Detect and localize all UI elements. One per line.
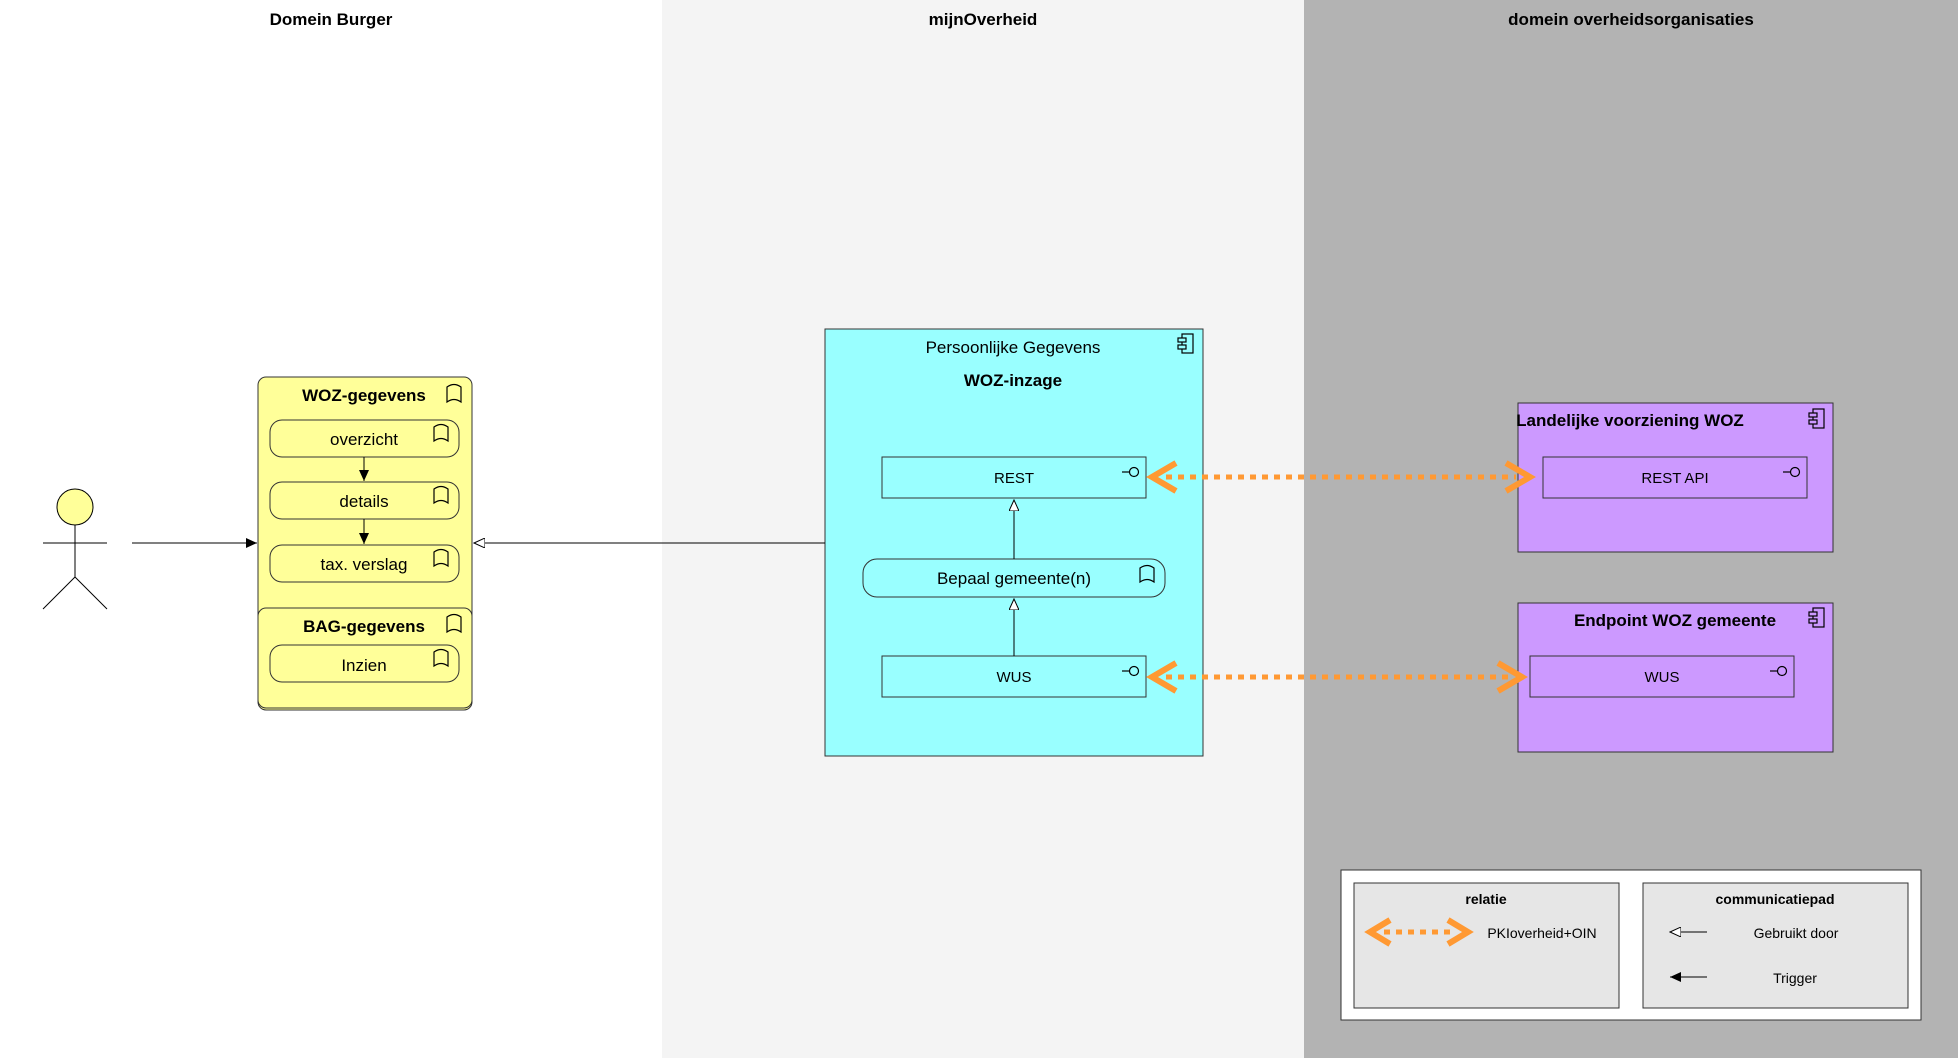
endpoint-wus-label: WUS	[1645, 669, 1680, 686]
bepaal-gemeente-label: Bepaal gemeente(n)	[937, 569, 1091, 588]
actor-burger-icon	[42, 488, 108, 610]
legend-communicatiepad-title: communicatiepad	[1715, 891, 1834, 907]
service-icon	[433, 423, 449, 443]
landelijke-title: Landelijke voorziening WOZ	[1516, 411, 1744, 430]
legend-pki-arrow	[1364, 917, 1474, 947]
woz-item-details[interactable]: details	[269, 481, 460, 520]
endpoint-title: Endpoint WOZ gemeente	[1574, 611, 1776, 630]
bag-item-inzien-label: Inzien	[341, 656, 386, 675]
component-icon	[1808, 607, 1825, 628]
pki-relation-wus	[1146, 660, 1528, 694]
legend-gebruikt-label: Gebruikt door	[1754, 925, 1839, 941]
rest-interface-label: REST	[994, 470, 1034, 487]
lane-title-burger: Domein Burger	[269, 10, 393, 29]
rest-api-interface[interactable]: REST API	[1542, 456, 1808, 499]
rest-interface[interactable]: REST	[881, 456, 1147, 499]
woz-item-tax-verslag-label: tax. verslag	[321, 555, 408, 574]
rest-api-label: REST API	[1641, 470, 1708, 487]
service-icon	[433, 548, 449, 568]
component-icon	[1177, 333, 1194, 354]
pki-relation-rest	[1146, 460, 1536, 494]
legend: relatie PKIoverheid+OIN communicatiepad …	[1340, 869, 1922, 1021]
woz-item-details-label: details	[339, 492, 388, 511]
lane-title-overheid: domein overheidsorganisaties	[1508, 10, 1754, 29]
legend-trigger-label: Trigger	[1773, 970, 1817, 986]
interface-icon	[1783, 466, 1801, 478]
bepaal-gemeente-service[interactable]: Bepaal gemeente(n)	[862, 558, 1166, 598]
legend-relatie: relatie PKIoverheid+OIN	[1353, 882, 1620, 1009]
woz-inzage-title: WOZ-inzage	[964, 371, 1062, 390]
service-icon	[446, 383, 462, 404]
endpoint-wus-interface[interactable]: WUS	[1529, 655, 1795, 698]
interface-icon	[1122, 466, 1140, 478]
bag-gegevens-title: BAG-gegevens	[303, 617, 425, 636]
service-icon	[446, 613, 462, 634]
service-icon	[433, 648, 449, 668]
legend-pki-label: PKIoverheid+OIN	[1487, 925, 1596, 941]
woz-item-tax-verslag[interactable]: tax. verslag	[269, 544, 460, 583]
woz-item-overzicht[interactable]: overzicht	[269, 419, 460, 458]
woz-gegevens-title: WOZ-gegevens	[302, 386, 426, 405]
service-icon	[433, 485, 449, 505]
woz-inzage-subtitle: Persoonlijke Gegevens	[926, 338, 1101, 357]
legend-relatie-title: relatie	[1465, 891, 1506, 907]
woz-item-overzicht-label: overzicht	[330, 430, 398, 449]
legend-communicatiepad: communicatiepad Gebruikt door Trigger	[1642, 882, 1909, 1009]
wus-interface[interactable]: WUS	[881, 655, 1147, 698]
bag-item-inzien[interactable]: Inzien	[269, 644, 460, 683]
service-icon	[1139, 564, 1155, 584]
lane-title-mijnoverheid: mijnOverheid	[928, 10, 1038, 29]
wus-interface-label: WUS	[997, 669, 1032, 686]
interface-icon	[1122, 665, 1140, 677]
component-icon	[1808, 408, 1825, 429]
interface-icon	[1770, 665, 1788, 677]
